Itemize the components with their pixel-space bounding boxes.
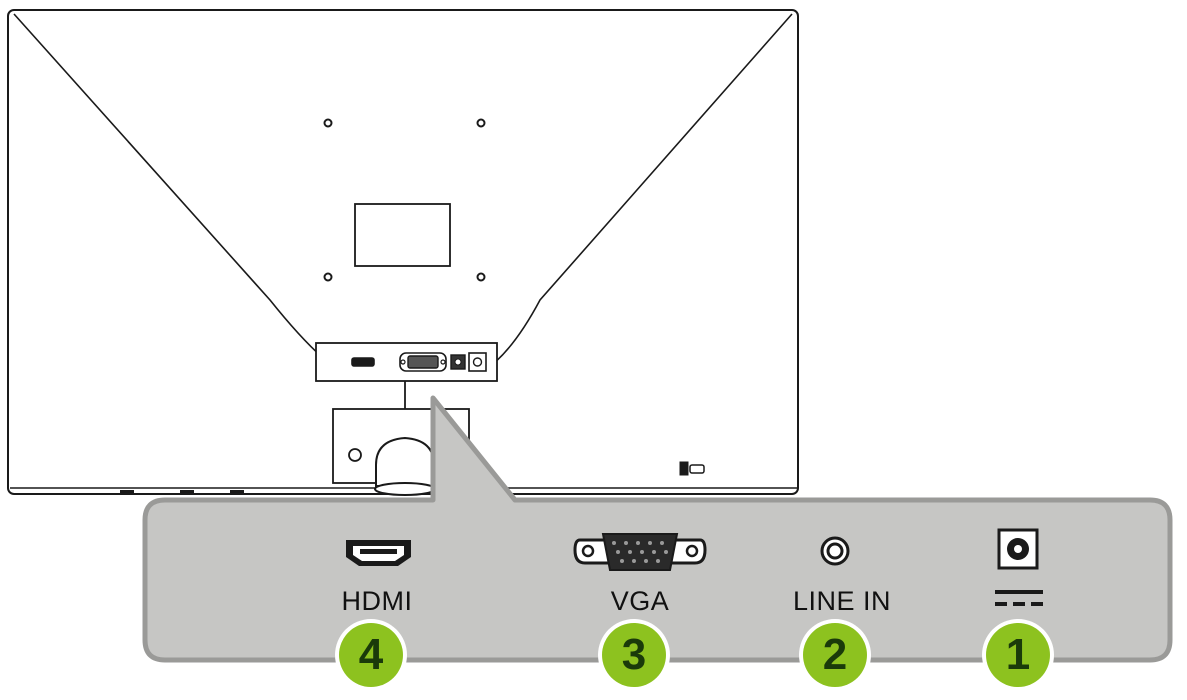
- kensington-lock-icon: [679, 461, 705, 476]
- callout-panel: [142, 395, 1173, 663]
- hdmi-label: HDMI: [341, 586, 413, 616]
- dc-symbol-icon: [995, 590, 1043, 606]
- badge-dc-power: 1: [986, 623, 1050, 687]
- badge-vga: 3: [602, 623, 666, 687]
- line-in-label: LINE IN: [792, 586, 892, 616]
- hdmi-port-icon: [346, 540, 411, 566]
- vga-port-icon: [573, 533, 707, 571]
- vesa-mount-holes: [323, 118, 486, 282]
- badge-hdmi: 4: [339, 623, 403, 687]
- vga-label: VGA: [610, 586, 670, 616]
- label-plate: [354, 203, 451, 267]
- line-in-jack-icon: [820, 536, 850, 566]
- dc-power-jack-icon: [997, 528, 1039, 570]
- badge-line-in: 2: [803, 623, 867, 687]
- monitor-feet: [120, 490, 244, 495]
- io-panel: [315, 342, 498, 382]
